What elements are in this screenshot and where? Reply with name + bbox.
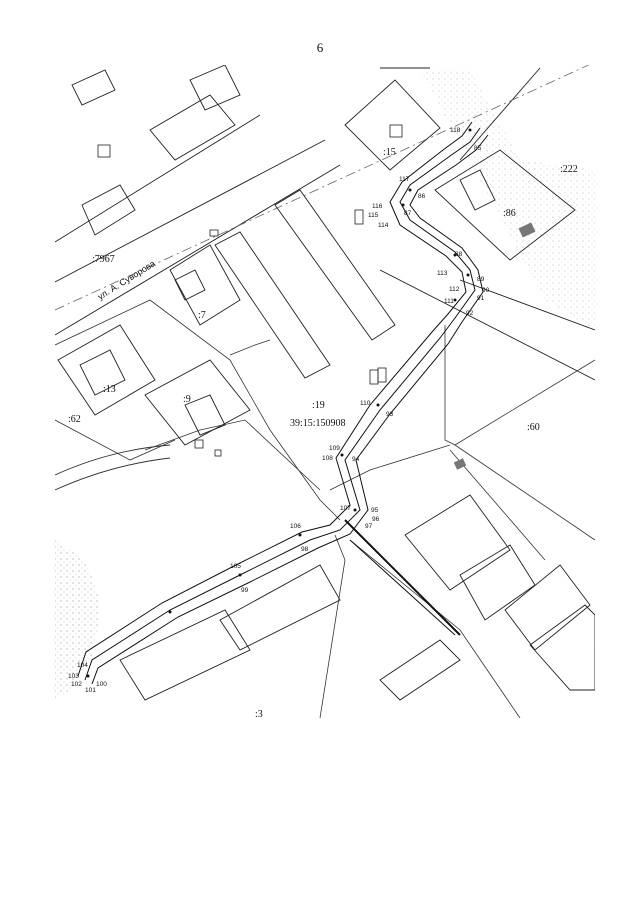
point-label: 93 [386,411,394,418]
parcel-label: 39:15:150908 [290,418,346,429]
parcel-label: :222 [560,164,578,175]
point-label: 103 [68,673,79,680]
parcel-label: :86 [503,208,516,219]
point-label: 116 [372,203,383,210]
parcel-label: :19 [312,400,325,411]
point-label: 109 [329,445,340,452]
parcel-labels: :7967 :15 :222 :86 :7 :13 :62 :9 :19 39:… [68,147,578,720]
point-label: 92 [466,310,474,317]
road-curve [55,444,171,476]
parcel-boundaries [55,299,595,718]
hatched-structure [518,222,536,238]
point-label: 112 [449,286,460,293]
point-label: 86 [418,193,426,200]
point-label: 107 [340,505,351,512]
route-points [86,128,472,678]
parcel-label: :7967 [92,254,115,265]
point-label: 99 [241,587,249,594]
point-label: 111 [444,298,454,305]
point-label: 105 [230,563,241,570]
point-label: 90 [482,287,490,294]
point-label: 114 [378,222,389,229]
point-label: 101 [85,687,96,694]
map-frame [55,65,595,718]
route-corridor [77,121,489,685]
lot-line [344,519,461,636]
parcel-label: :9 [183,394,191,405]
road-curve [55,457,171,491]
point-label: 88 [455,251,463,258]
point-label: 118 [450,127,461,134]
point-label: 91 [477,295,485,302]
point-label: 110 [360,400,371,407]
hatched-structure [453,458,467,470]
vegetation-area [55,540,100,700]
parcel-label: :60 [527,422,540,433]
point-label: 117 [399,176,410,183]
parcel-label: :15 [383,147,396,158]
point-label: 87 [404,210,412,217]
point-label: 113 [437,270,448,277]
street-axis [55,65,590,311]
point-label: 96 [372,516,380,523]
point-label: 106 [290,523,301,530]
point-labels: 118 85 117 86 116 115 114 87 88 113 89 1… [68,127,490,694]
vegetation-area [420,70,595,330]
parcel-label: :13 [103,384,116,395]
point-label: 100 [96,681,107,688]
point-label: 98 [301,546,309,553]
point-label: 95 [371,507,379,514]
lot-line [349,539,456,636]
point-label: 97 [365,523,373,530]
point-label: 104 [77,662,88,669]
buildings [57,65,595,701]
point-label: 94 [352,456,360,463]
point-label: 85 [474,145,482,152]
point-label: 108 [322,455,333,462]
parcel-label: :3 [255,709,263,720]
parcel-label: :62 [68,414,81,425]
parcel-label: :7 [198,310,206,321]
point-label: 102 [71,681,82,688]
point-label: 89 [477,276,485,283]
page-number: 6 [316,40,324,55]
point-label: 115 [368,212,379,219]
small-structures [97,124,403,457]
